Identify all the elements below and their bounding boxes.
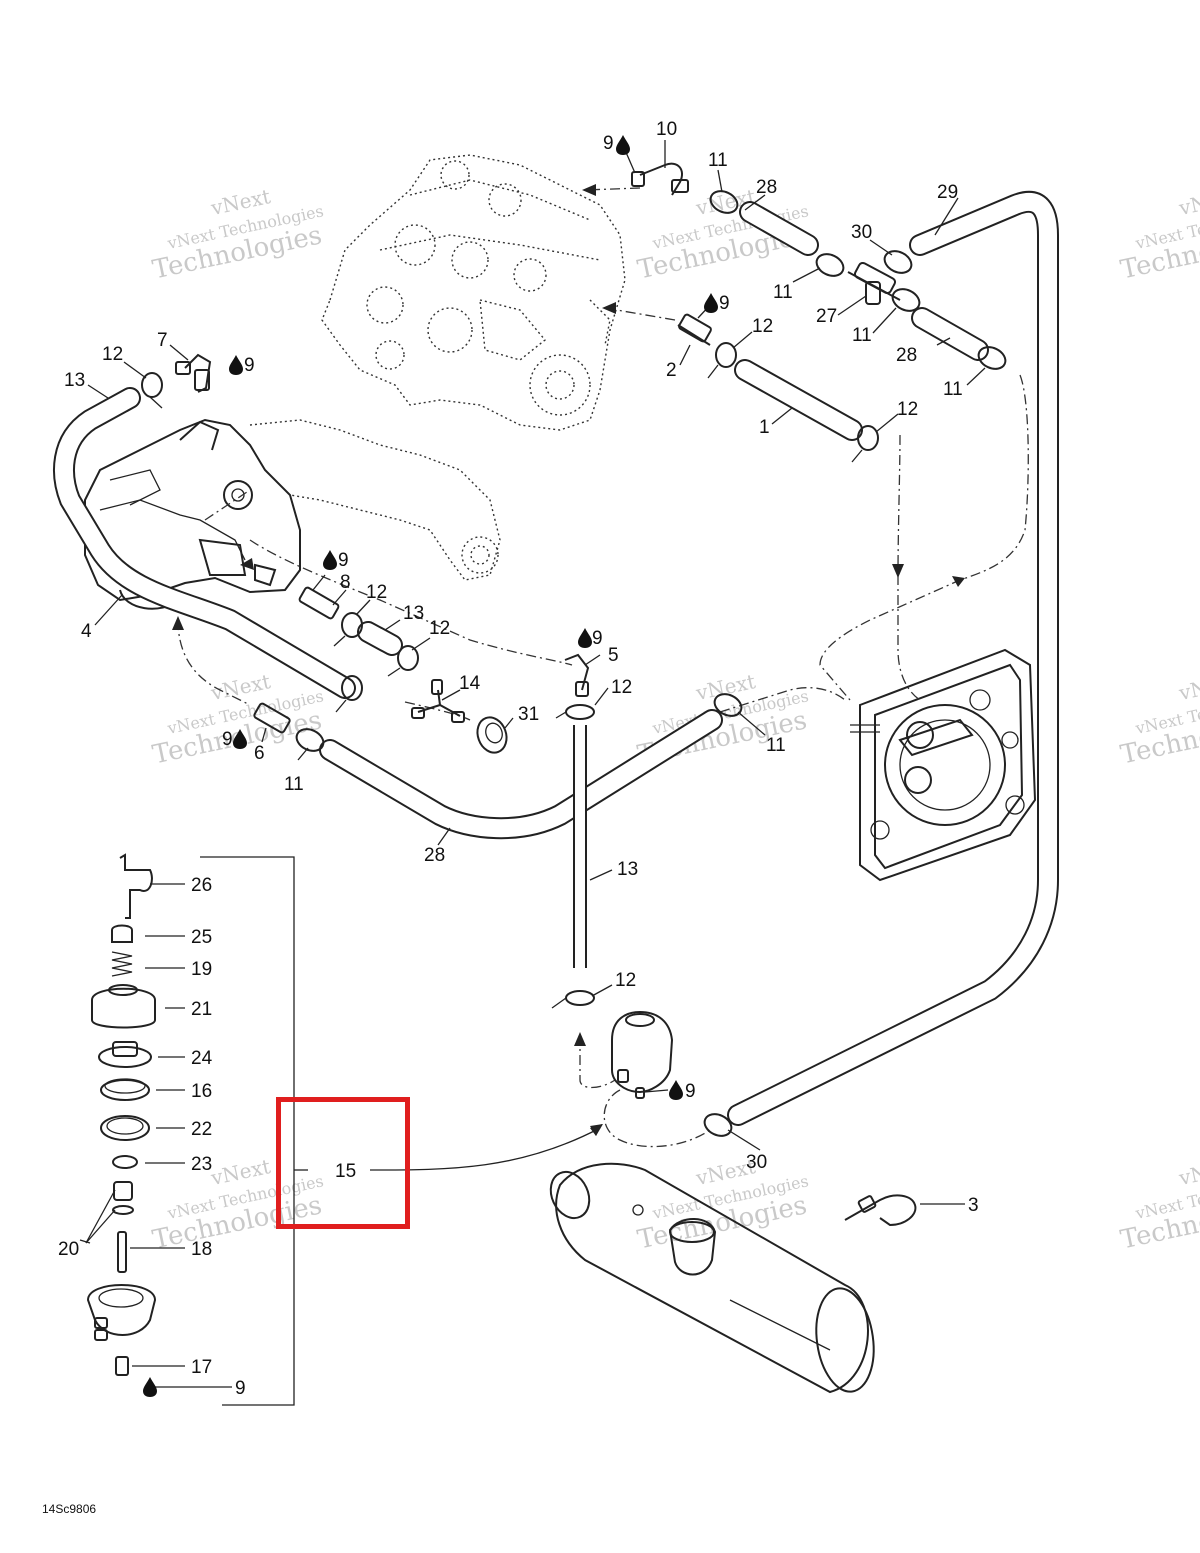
oil-drop-icons bbox=[143, 135, 718, 1397]
callout-9: 9 bbox=[244, 355, 255, 376]
muffler bbox=[549, 1162, 875, 1394]
oil-drop-icon bbox=[229, 355, 243, 375]
cooling-manifold bbox=[850, 648, 1037, 882]
callout-13: 13 bbox=[403, 603, 424, 624]
drive-housing bbox=[84, 418, 501, 610]
callout-30: 30 bbox=[746, 1152, 767, 1173]
clamps-fittings bbox=[141, 162, 1007, 1227]
callout-9: 9 bbox=[603, 133, 614, 154]
callout-1: 1 bbox=[759, 417, 770, 438]
callout-2: 2 bbox=[666, 360, 677, 381]
callout-17: 17 bbox=[191, 1357, 212, 1378]
callout-27: 27 bbox=[816, 306, 837, 327]
callout-4: 4 bbox=[81, 621, 92, 642]
callout-11: 11 bbox=[943, 379, 963, 400]
callout-10: 10 bbox=[656, 119, 677, 140]
callout-11: 11 bbox=[284, 774, 304, 795]
callout-18: 18 bbox=[191, 1239, 212, 1260]
oil-drop-icon bbox=[233, 729, 247, 749]
oil-drop-icon bbox=[143, 1377, 157, 1397]
watermark-top: vNext bbox=[1176, 1154, 1200, 1190]
diagram-code: 14Sc9806 bbox=[42, 1502, 97, 1516]
callout-20: 20 bbox=[58, 1239, 79, 1260]
leader-15 bbox=[369, 1127, 601, 1171]
callout-6: 6 bbox=[254, 743, 265, 764]
callout-9: 9 bbox=[592, 628, 603, 649]
valve-exploded-view bbox=[79, 853, 295, 1406]
oil-drop-icon bbox=[323, 550, 337, 570]
oil-drop-icon bbox=[578, 628, 592, 648]
callout-13: 13 bbox=[64, 370, 85, 391]
oil-drop-icon bbox=[669, 1080, 683, 1100]
callout-29: 29 bbox=[937, 182, 958, 203]
callout-9: 9 bbox=[222, 729, 233, 750]
callout-28: 28 bbox=[896, 345, 917, 366]
callout-12: 12 bbox=[366, 582, 387, 603]
callout-12: 12 bbox=[429, 618, 450, 639]
callout-12: 12 bbox=[611, 677, 632, 698]
watermark-top: vNext bbox=[1176, 669, 1200, 705]
watermark-top: vNext bbox=[1176, 184, 1200, 220]
callout-7: 7 bbox=[157, 330, 168, 351]
callout-15: 15 bbox=[335, 1161, 356, 1182]
callout-26: 26 bbox=[191, 875, 212, 896]
callout-28: 28 bbox=[424, 845, 445, 866]
callout-12: 12 bbox=[897, 399, 918, 420]
callout-16: 16 bbox=[191, 1081, 212, 1102]
flow-lines bbox=[172, 184, 1029, 1148]
callout-19: 19 bbox=[191, 959, 212, 980]
oil-drop-icon bbox=[616, 135, 630, 155]
engine-block bbox=[321, 154, 626, 431]
callout-numbers: 10 9 11 28 29 30 11 27 11 28 11 9 12 2 1… bbox=[58, 119, 979, 1399]
callout-28: 28 bbox=[756, 177, 777, 198]
callout-14: 14 bbox=[459, 673, 481, 694]
callout-12: 12 bbox=[752, 316, 773, 337]
callout-22: 22 bbox=[191, 1119, 212, 1140]
hoses bbox=[53, 190, 1059, 1126]
callout-21: 21 bbox=[191, 999, 212, 1020]
callout-leaders bbox=[87, 140, 986, 1388]
callout-8: 8 bbox=[340, 572, 351, 593]
callout-24: 24 bbox=[191, 1048, 213, 1069]
callout-3: 3 bbox=[968, 1195, 979, 1216]
callout-31: 31 bbox=[518, 704, 539, 725]
callout-30: 30 bbox=[851, 222, 872, 243]
callout-11: 11 bbox=[708, 150, 728, 171]
callout-23: 23 bbox=[191, 1154, 212, 1175]
callout-13: 13 bbox=[617, 859, 638, 880]
callout-9: 9 bbox=[685, 1081, 696, 1102]
callout-11: 11 bbox=[852, 325, 872, 346]
callout-12: 12 bbox=[615, 970, 636, 991]
callout-9: 9 bbox=[719, 293, 730, 314]
callout-11: 11 bbox=[773, 282, 793, 303]
oil-drop-icon bbox=[704, 293, 718, 313]
callout-9: 9 bbox=[338, 550, 349, 571]
callout-25: 25 bbox=[191, 927, 212, 948]
callout-9: 9 bbox=[235, 1378, 246, 1399]
callout-12: 12 bbox=[102, 344, 123, 365]
callout-5: 5 bbox=[608, 645, 619, 666]
highlight-box-15 bbox=[276, 1097, 410, 1229]
callout-11: 11 bbox=[766, 735, 786, 756]
